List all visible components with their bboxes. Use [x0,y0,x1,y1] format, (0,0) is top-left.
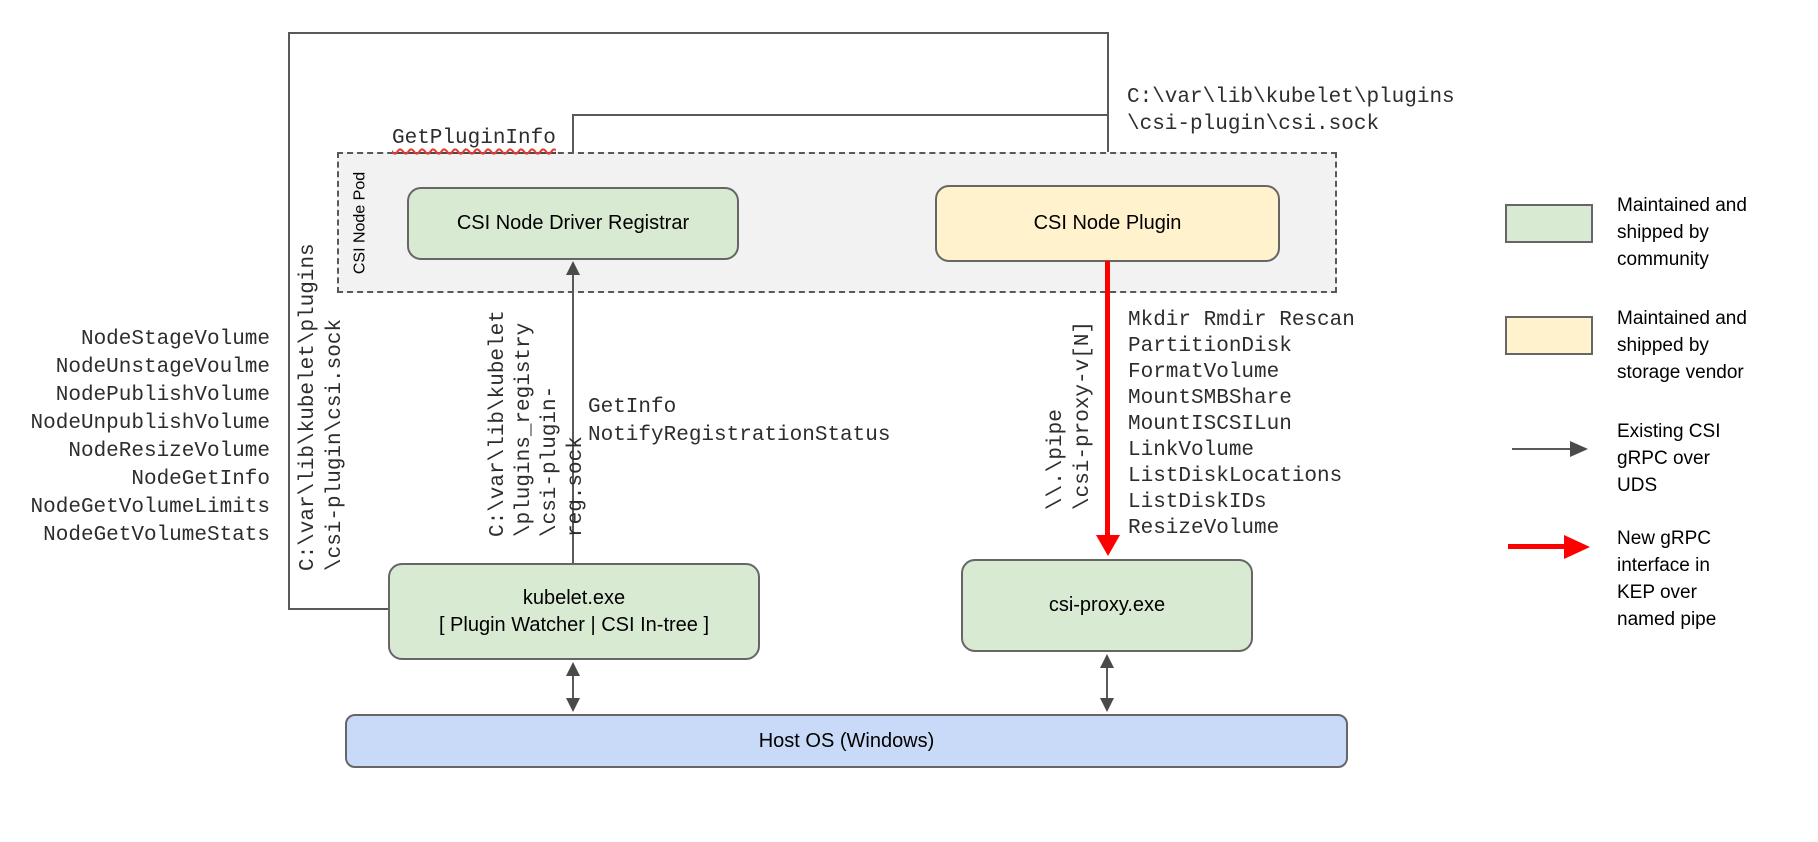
legend-red-arrow-line [1508,544,1566,549]
get-plugin-info-label: GetPluginInfo [392,104,556,154]
kubelet-loop-left-line [288,32,290,610]
plugin-drop-line [1107,32,1109,174]
proxy-rpc-list: Mkdir Rmdir Rescan PartitionDisk FormatV… [1128,309,1355,540]
csi-sock-path-top: C:\var\lib\kubelet\plugins \csi-plugin\c… [1127,86,1455,136]
host-os-box: Host OS (Windows) [345,714,1348,768]
csi-node-pod-label: CSI Node Pod [351,171,369,275]
legend-community-swatch [1505,204,1593,243]
registration-arrow-line [572,273,574,563]
proxy-host-down-arrowhead-icon [1100,698,1114,712]
kubelet-host-up-arrowhead-icon [566,662,580,676]
host-os-label: Host OS (Windows) [758,729,935,752]
kubelet-loop-top-line [288,32,1109,34]
kubelet-box: kubelet.exe [ Plugin Watcher | CSI In-tr… [388,563,760,660]
get-plugin-info-text: GetPluginInfo [392,127,556,154]
legend-gray-arrow-line [1512,448,1570,450]
node-driver-registrar-label: CSI Node Driver Registrar [456,212,690,234]
kubelet-node-rpc-list: NodeStageVolume NodeUnstageVoulme NodePu… [30,328,270,547]
node-driver-registrar-box: CSI Node Driver Registrar [407,187,739,260]
legend-pipe-label: New gRPC interface in KEP over named pip… [1617,528,1717,630]
kubelet-host-line [572,671,574,705]
proxy-host-line [1106,663,1108,705]
legend-vendor-swatch [1505,316,1593,355]
registrar-loop-top-line [572,114,1109,116]
registration-arrowhead-icon [566,261,580,275]
named-pipe-path-vertical: \\.\pipe \csi-proxy-v[N] [1045,320,1095,510]
registration-rpc-list: GetInfo NotifyRegistrationStatus [588,396,891,447]
registration-sock-path-vertical: C:\var\lib\kubelet \plugins_registry \cs… [487,310,588,537]
kubelet-loop-bottom-line [288,608,390,610]
csi-node-plugin-label: CSI Node Plugin [1033,212,1182,234]
csi-proxy-label: csi-proxy.exe [1048,594,1166,616]
kubelet-label: kubelet.exe [ Plugin Watcher | CSI In-tr… [438,586,710,636]
legend-vendor-label: Maintained and shipped by storage vendor [1617,308,1747,383]
registrar-top-line [572,114,574,187]
legend-community-label: Maintained and shipped by community [1617,195,1747,270]
legend-uds-label: Existing CSI gRPC over UDS [1617,421,1721,496]
csi-proxy-box: csi-proxy.exe [961,559,1253,652]
csi-sock-path-left-vertical: C:\var\lib\kubelet\plugins \csi-plugin\c… [297,243,347,571]
proxy-host-up-arrowhead-icon [1100,654,1114,668]
named-pipe-arrow-line [1105,261,1110,537]
legend-gray-arrowhead-icon [1570,441,1588,457]
legend-red-arrowhead-icon [1564,535,1590,559]
kubelet-host-down-arrowhead-icon [566,698,580,712]
csi-node-plugin-box: CSI Node Plugin [935,185,1280,262]
named-pipe-arrowhead-icon [1096,535,1120,556]
